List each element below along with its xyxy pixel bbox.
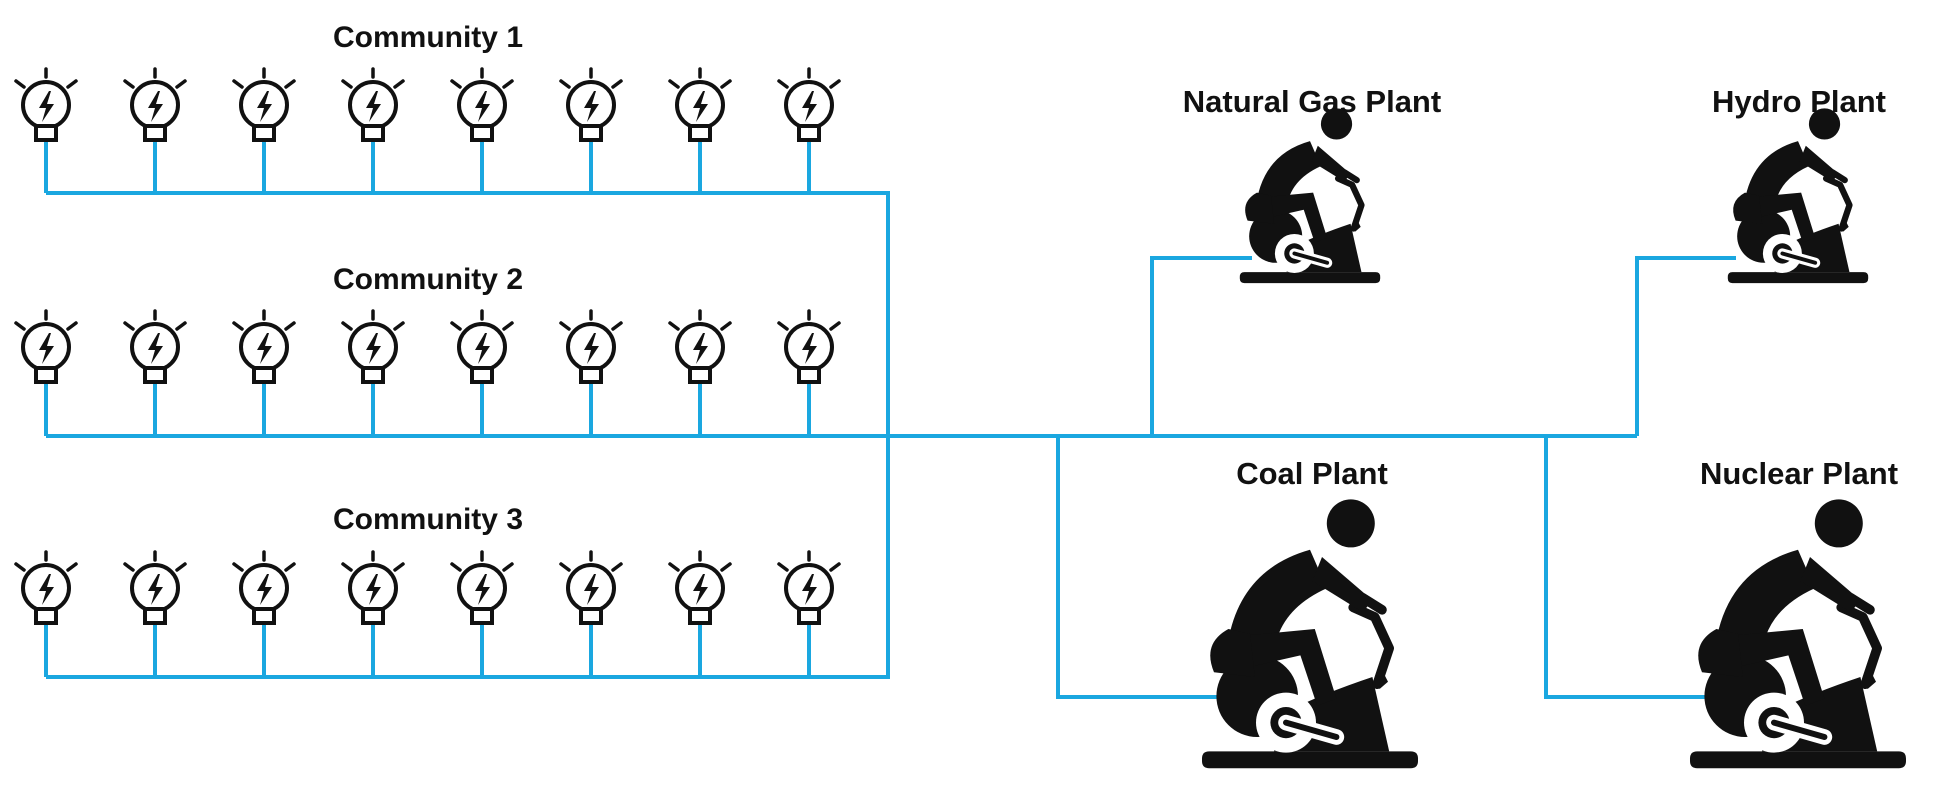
lightbulb-icon: [668, 309, 732, 384]
exercise-bike-icon: [1240, 108, 1380, 283]
coal-plant-title: Coal Plant: [1236, 456, 1388, 491]
lightbulb-icon: [341, 550, 405, 625]
lightbulb-icon: [14, 67, 78, 142]
lightbulb-icon: [14, 550, 78, 625]
natural-gas-plant: Natural Gas Plant: [1183, 84, 1441, 283]
community-1-group: Community 1: [14, 21, 841, 142]
nuclear-plant: Nuclear Plant: [1690, 456, 1906, 768]
lightbulb-icon: [123, 550, 187, 625]
lightbulb-icon: [450, 550, 514, 625]
exercise-bike-icon: [1728, 108, 1868, 283]
lightbulb-icon: [232, 309, 296, 384]
lightbulb-icon: [232, 67, 296, 142]
lightbulb-icon: [559, 309, 623, 384]
nuclear-plant-title: Nuclear Plant: [1700, 456, 1898, 491]
community-3-title: Community 3: [333, 503, 523, 536]
hydro-plant-title: Hydro Plant: [1712, 84, 1886, 119]
lightbulb-icon: [777, 67, 841, 142]
lightbulb-icon: [341, 67, 405, 142]
natural-gas-plant-wire: [1150, 256, 1252, 436]
natural-gas-plant-title: Natural Gas Plant: [1183, 84, 1441, 119]
community-1-bus-wire: [46, 191, 890, 436]
lightbulb-icon: [123, 67, 187, 142]
lightbulb-icon: [559, 67, 623, 142]
nuclear-plant-wire: [1544, 436, 1712, 699]
lightbulb-icon: [450, 309, 514, 384]
coal-plant: Coal Plant: [1202, 456, 1418, 768]
community-1-title: Community 1: [333, 21, 523, 54]
coal-plant-wire: [1056, 436, 1224, 699]
lightbulb-icon: [559, 550, 623, 625]
exercise-bike-icon: [1202, 499, 1418, 768]
lightbulb-icon: [777, 550, 841, 625]
lightbulb-icon: [668, 550, 732, 625]
lightbulb-icon: [668, 67, 732, 142]
lightbulb-icon: [341, 309, 405, 384]
wires: [44, 140, 1736, 699]
lightbulb-icon: [777, 309, 841, 384]
community-2-group: Community 2: [14, 263, 841, 384]
hydro-plant: Hydro Plant: [1712, 84, 1886, 283]
lightbulb-icon: [232, 550, 296, 625]
hydro-plant-wire: [1635, 256, 1736, 436]
lightbulb-icon: [123, 309, 187, 384]
exercise-bike-icon: [1690, 499, 1906, 768]
community-3-bus-wire: [46, 436, 890, 679]
lightbulb-icon: [450, 67, 514, 142]
community-2-title: Community 2: [333, 263, 523, 296]
lightbulb-icon: [14, 309, 78, 384]
community-3-group: Community 3: [14, 503, 841, 625]
